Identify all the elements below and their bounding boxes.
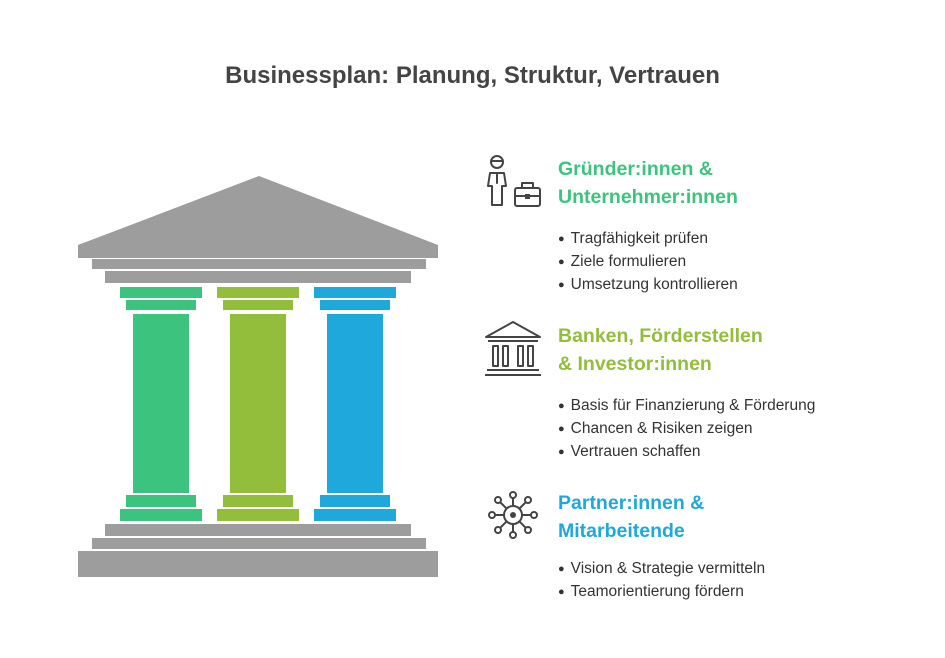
temple-roof-base — [78, 245, 438, 258]
list-item: Chancen & Risiken zeigen — [558, 418, 815, 441]
founder-briefcase-icon — [487, 155, 541, 207]
heading-line: Banken, Förderstellen — [558, 325, 763, 347]
bullet-list: Basis für Finanzierung & Förderung Chanc… — [558, 395, 816, 464]
network-hub-icon — [488, 491, 538, 539]
temple-step-3 — [78, 551, 438, 577]
list-item: Tragfähigkeit prüfen — [558, 228, 738, 251]
list-item: Basis für Finanzierung & Förderung — [558, 395, 816, 418]
bullet-list: Vision & Strategie vermitteln Teamorient… — [558, 558, 765, 604]
heading-line: & Investor:innen — [558, 353, 712, 375]
list-item: Vision & Strategie vermitteln — [558, 558, 765, 581]
heading-line: Unternehmer:innen — [558, 186, 738, 208]
heading-line: Gründer:innen & — [558, 158, 713, 180]
column-green — [120, 287, 202, 521]
temple-entablature-lower — [105, 271, 411, 283]
bullet-list: Tragfähigkeit prüfen Ziele formulieren U… — [558, 228, 738, 297]
section-partners: Partner:innen & Mitarbeitende Vision & S… — [484, 487, 924, 607]
temple-entablature-upper — [92, 259, 426, 269]
list-item: Vertrauen schaffen — [558, 441, 815, 464]
bank-building-icon — [485, 321, 541, 376]
list-item: Ziele formulieren — [558, 251, 738, 274]
list-item: Teamorientierung fördern — [558, 581, 765, 604]
column-blue — [314, 287, 396, 521]
list-item: Umsetzung kontrollieren — [558, 274, 738, 297]
section-founders: Gründer:innen & Unternehmer:innen Tragfä… — [484, 153, 924, 303]
section-heading: Gründer:innen & Unternehmer:innen — [558, 155, 738, 211]
column-lime — [217, 287, 299, 521]
temple-roof — [78, 176, 438, 245]
heading-line: Mitarbeitende — [558, 520, 685, 542]
section-heading: Banken, Förderstellen & Investor:innen — [558, 322, 763, 378]
section-heading: Partner:innen & Mitarbeitende — [558, 489, 704, 545]
section-banks: Banken, Förderstellen & Investor:innen B… — [484, 320, 924, 470]
temple-illustration — [78, 176, 438, 577]
page-title: Businessplan: Planung, Struktur, Vertrau… — [225, 62, 720, 89]
temple-step-2 — [92, 538, 426, 549]
heading-line: Partner:innen & — [558, 492, 705, 514]
temple-step-1 — [105, 524, 411, 536]
